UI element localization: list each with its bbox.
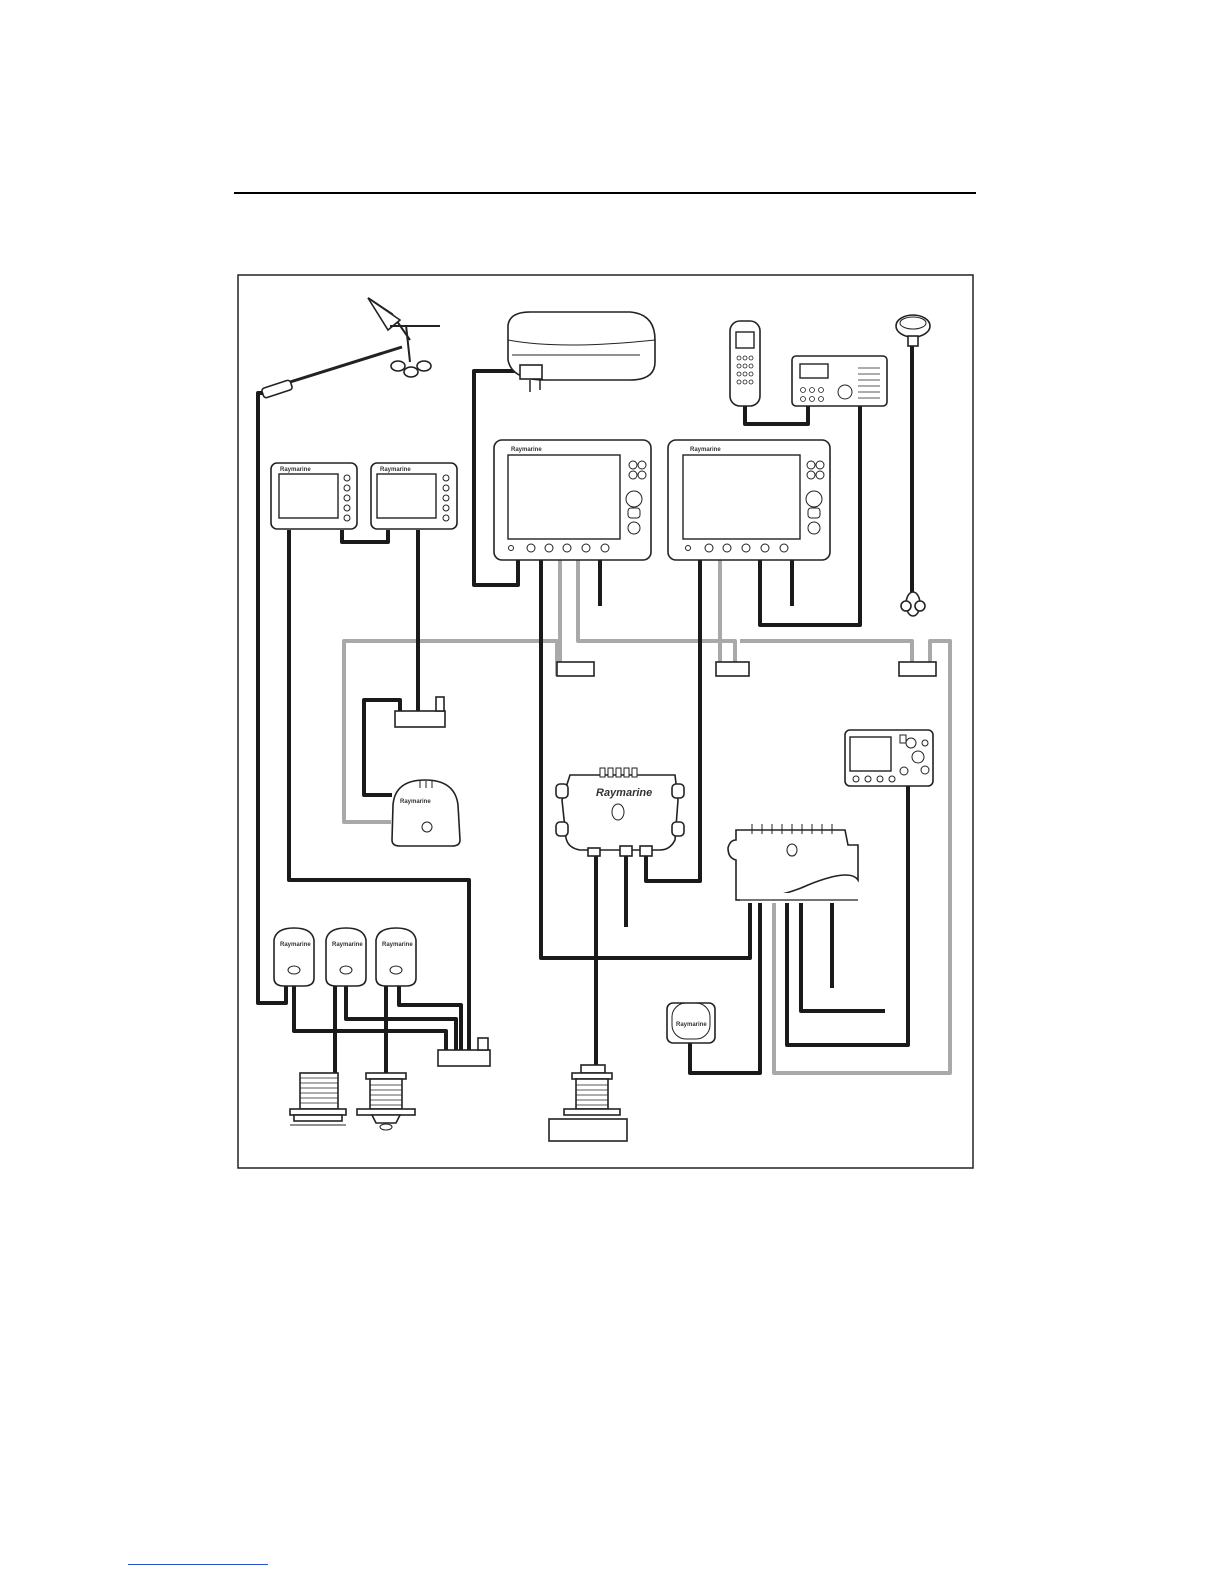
multifunction-display-1: Raymarine	[494, 440, 651, 560]
gps-inline-fuse-icon	[901, 592, 925, 616]
vhf-handset-icon	[730, 321, 760, 406]
small-display-2-brand: Raymarine	[380, 467, 411, 473]
cable-pod-to-controller	[787, 785, 908, 1045]
sounder-module: Raymarine	[392, 780, 460, 846]
pod-3-brand: Raymarine	[382, 942, 413, 948]
through-hull-transducer-2	[357, 1073, 415, 1130]
transducer-pod-3: Raymarine	[376, 928, 416, 986]
through-hull-transducer-3	[549, 1065, 627, 1141]
hs-junction-1	[557, 662, 594, 676]
dsm-brand: Raymarine	[596, 787, 652, 799]
transducer-pod-1: Raymarine	[274, 928, 314, 986]
compass-brand: Raymarine	[676, 1022, 707, 1028]
hs-cable-display2-b	[740, 641, 912, 676]
wind-vane-icon	[261, 298, 440, 398]
gps-antenna-icon	[896, 315, 930, 346]
through-hull-transducer-1	[290, 1073, 346, 1125]
mfd-1-brand: Raymarine	[511, 447, 542, 453]
cable-pod-power-2	[801, 902, 885, 1011]
cable-handset	[745, 405, 808, 424]
sounder-module-brand: Raymarine	[400, 799, 431, 805]
multifunction-display-2: Raymarine	[668, 440, 830, 560]
hs-junction-2	[716, 662, 749, 676]
cable-small-displays	[342, 530, 388, 542]
transducer-pod-2: Raymarine	[326, 928, 366, 986]
vhf-radio-icon	[792, 356, 887, 406]
pod-1-brand: Raymarine	[280, 942, 311, 948]
small-display-1: Raymarine	[271, 463, 357, 529]
radar-dome-icon	[508, 312, 655, 392]
mfd-2-brand: Raymarine	[690, 447, 721, 453]
course-computer-pod	[728, 824, 858, 903]
digital-sounder-module: Raymarine	[556, 768, 684, 856]
hs-junction-3	[899, 662, 936, 676]
pod-2-brand: Raymarine	[332, 942, 363, 948]
small-display-2: Raymarine	[371, 463, 457, 529]
autopilot-controller	[845, 730, 933, 786]
small-display-1-brand: Raymarine	[280, 467, 311, 473]
fluxgate-compass: Raymarine	[667, 1003, 715, 1043]
diagram-frame	[238, 275, 973, 1168]
